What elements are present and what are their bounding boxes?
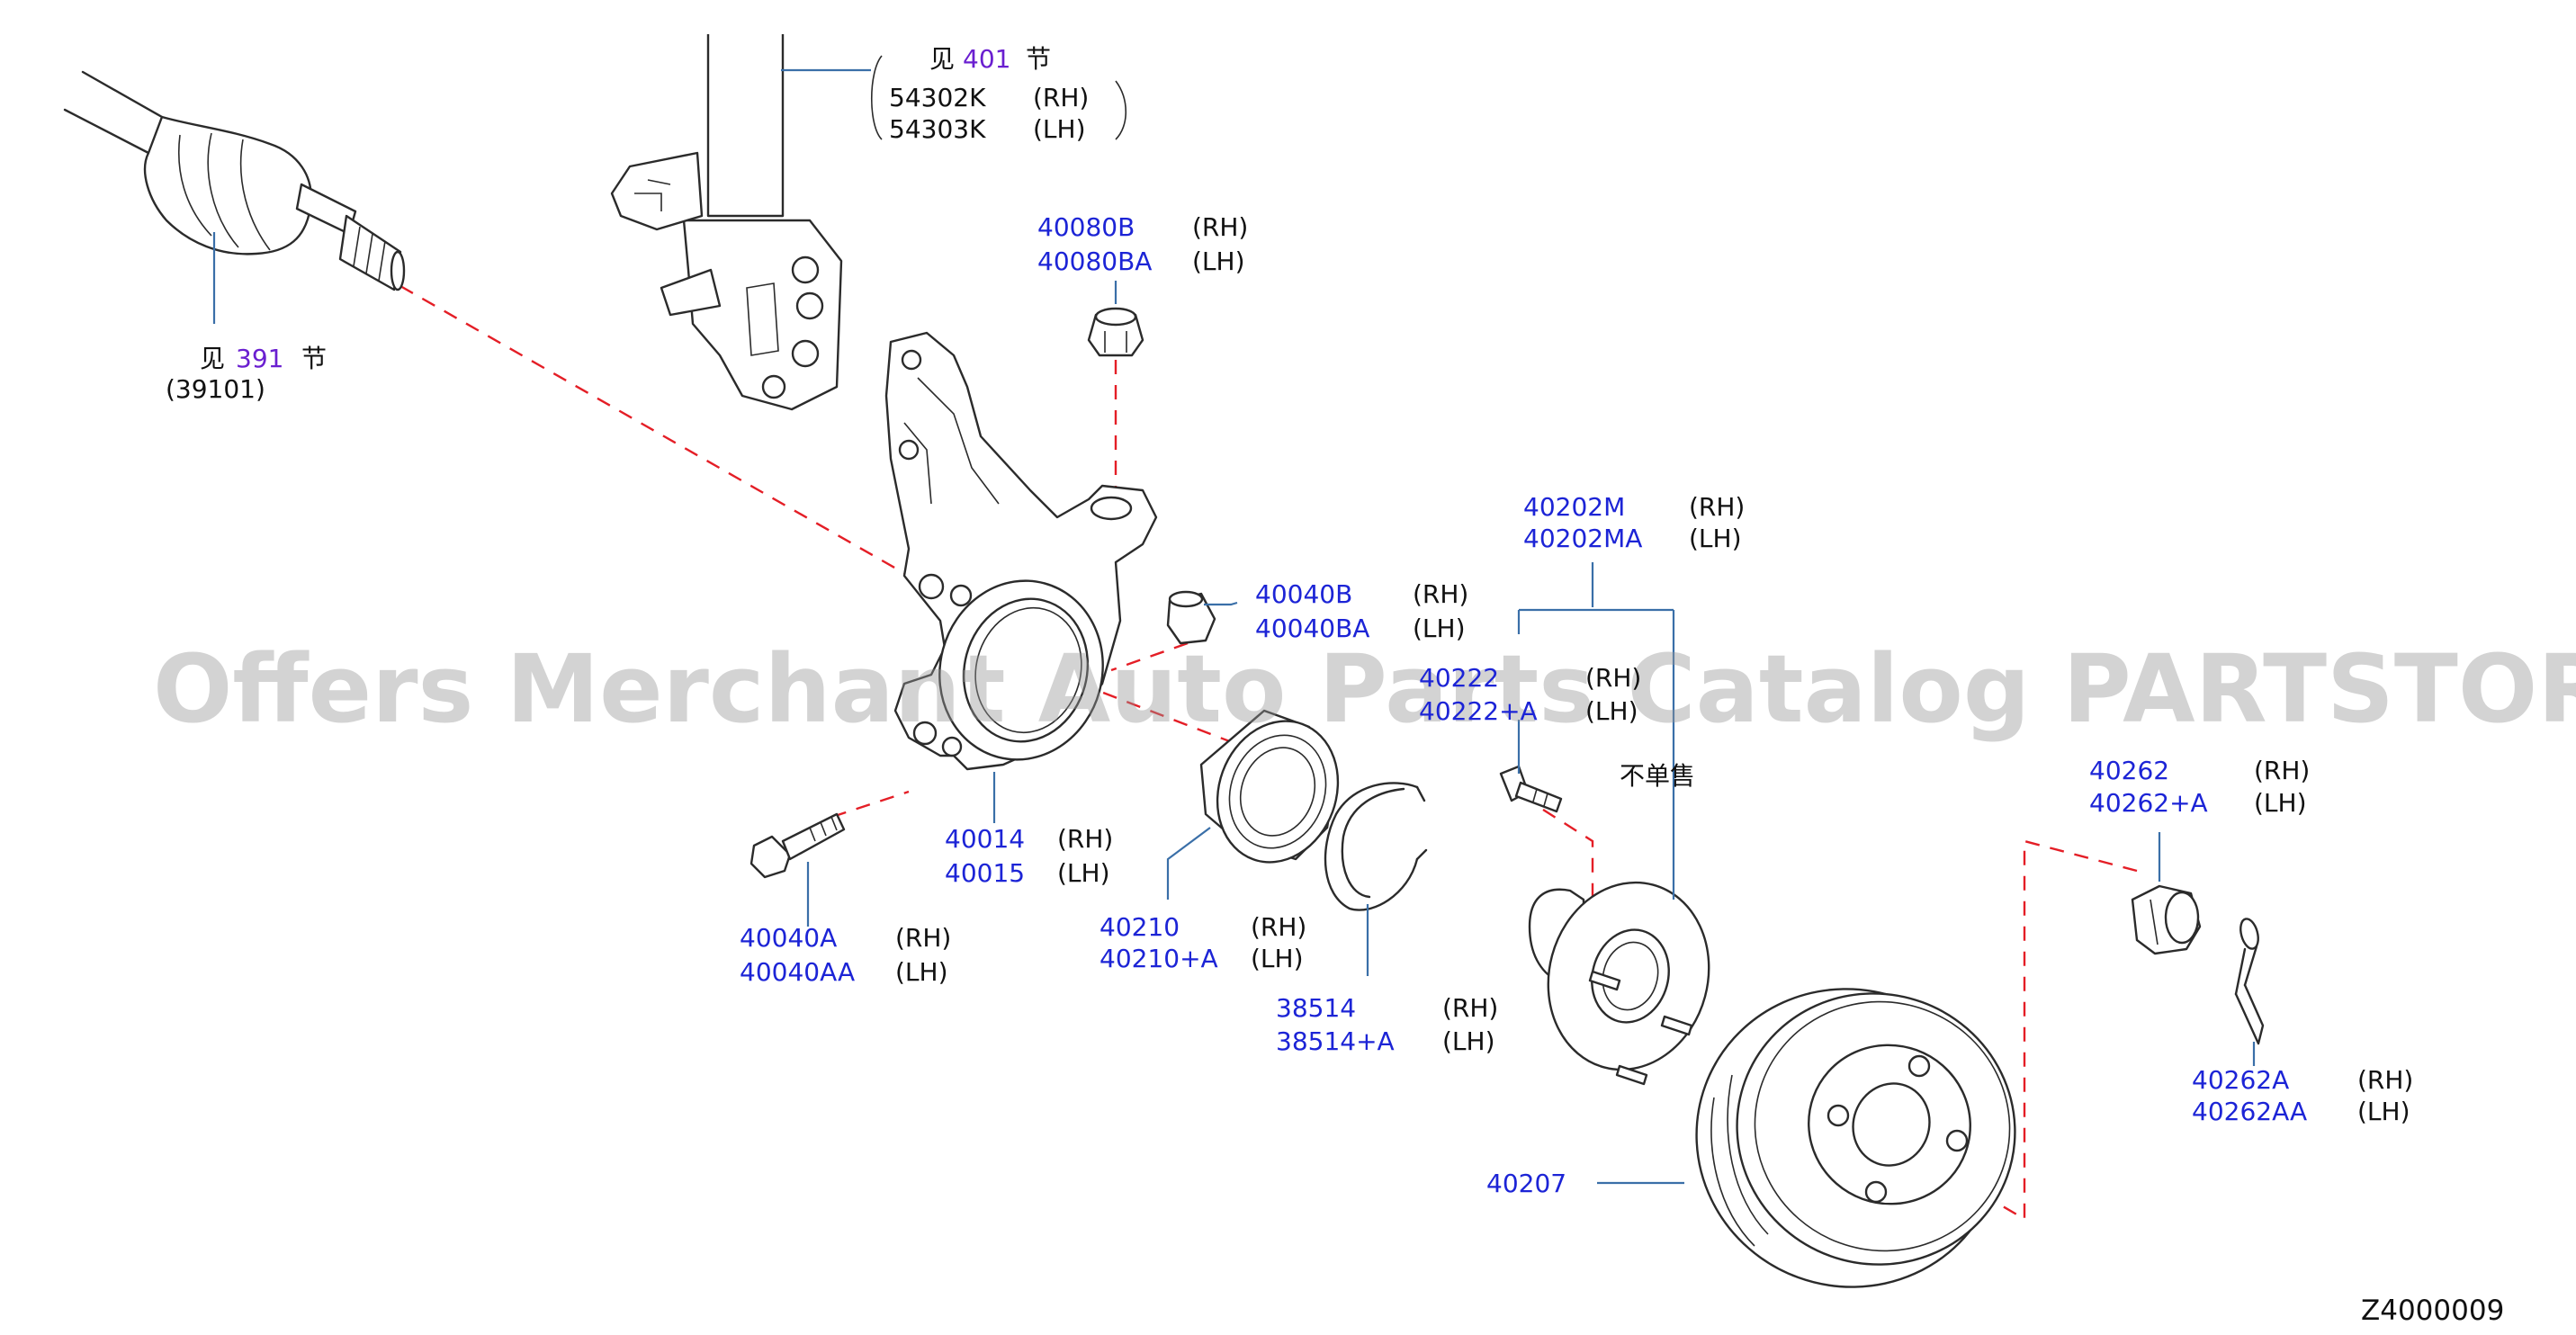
callout-knuckle: 40014 (RH) 40015 (LH) — [945, 824, 1113, 888]
nut-top-lh-tag: (LH) — [1192, 246, 1245, 276]
nut-middle-rh-tag: (RH) — [1413, 579, 1468, 609]
nut-middle-rh-link[interactable]: 40040B — [1255, 579, 1352, 609]
stud-lh-tag: (LH) — [1585, 696, 1638, 726]
stud-rh-link[interactable]: 40222 — [1419, 663, 1499, 693]
knuckle-rh-link[interactable]: 40014 — [945, 824, 1025, 854]
bolt — [749, 812, 846, 879]
driveshaft-see-label: 见 — [200, 344, 225, 373]
bolt-rh-tag: (RH) — [895, 923, 951, 953]
callout-bearing: 40210 (RH) 40210+A (LH) — [1100, 912, 1306, 973]
wheel-bearing — [1199, 709, 1340, 864]
nut-top-lh-link[interactable]: 40080BA — [1037, 246, 1152, 276]
nut-middle-lh-link[interactable]: 40040BA — [1255, 614, 1369, 643]
snap-ring-rh-tag: (RH) — [1442, 993, 1498, 1023]
callout-cotter-pin: 40262A (RH) 40262AA (LH) — [2192, 1065, 2413, 1126]
bearing-lh-tag: (LH) — [1251, 944, 1304, 973]
strut-rh-number: 54302K — [889, 83, 986, 112]
nut-top-rh-tag: (RH) — [1192, 212, 1248, 242]
not-sold-separately-note: 不单售 — [1620, 761, 1695, 791]
strut-rh-tag: (RH) — [1033, 83, 1089, 112]
leader-lines — [212, 55, 2256, 1185]
brake-rotor — [1695, 988, 2016, 1288]
hub-lh-tag: (LH) — [1689, 524, 1742, 553]
hub-nut-rh-tag: (RH) — [2254, 756, 2310, 785]
hub-nut-lh-link[interactable]: 40262+A — [2089, 788, 2208, 818]
strut-see-label: 见 — [929, 44, 955, 74]
hub-nut-lh-tag: (LH) — [2254, 788, 2307, 818]
assembly-lines — [399, 284, 2138, 1222]
snap-ring-rh-link[interactable]: 38514 — [1276, 993, 1356, 1023]
diagram-code: Z4000009 — [2361, 1295, 2504, 1327]
callout-strut: 见 401 节 54302K (RH) 54303K (LH) — [889, 44, 1089, 144]
callout-driveshaft: 见 391 节 (39101) — [166, 344, 327, 404]
bolt-lh-tag: (LH) — [895, 957, 948, 987]
hub-rh-tag: (RH) — [1689, 492, 1745, 522]
nut-top-rh-link[interactable]: 40080B — [1037, 212, 1135, 242]
driveshaft-node-label: 节 — [301, 344, 327, 373]
driveshaft-part-number: (39101) — [166, 374, 265, 404]
strut-lh-tag: (LH) — [1033, 114, 1086, 144]
cotter-pin-rh-link[interactable]: 40262A — [2192, 1065, 2289, 1095]
strut-node-label: 节 — [1026, 44, 1051, 74]
hub-lh-link[interactable]: 40202MA — [1523, 524, 1642, 553]
hub-nut-rh-link[interactable]: 40262 — [2089, 756, 2169, 785]
nut-middle-lh-tag: (LH) — [1413, 614, 1466, 643]
bearing-lh-link[interactable]: 40210+A — [1100, 944, 1218, 973]
callout-nut-middle: 40040B (RH) 40040BA (LH) — [1255, 579, 1468, 643]
bearing-rh-link[interactable]: 40210 — [1100, 912, 1180, 942]
snap-ring-lh-tag: (LH) — [1442, 1026, 1495, 1056]
callout-stud: 40222 (RH) 40222+A (LH) 不单售 — [1419, 663, 1695, 791]
callout-nut-top: 40080B (RH) 40080BA (LH) — [1037, 212, 1248, 276]
knuckle-lh-link[interactable]: 40015 — [945, 858, 1025, 888]
driveshaft — [63, 70, 406, 291]
strut-assembly — [610, 34, 843, 411]
nut-middle — [1166, 590, 1216, 645]
snap-ring-lh-link[interactable]: 38514+A — [1276, 1026, 1395, 1056]
watermark: Offers Merchant Auto Parts Catalog PARTS… — [153, 634, 2576, 744]
bolt-rh-link[interactable]: 40040A — [740, 923, 837, 953]
knuckle-rh-tag: (RH) — [1057, 824, 1113, 854]
stud-lh-link[interactable]: 40222+A — [1419, 696, 1538, 726]
driveshaft-section-link[interactable]: 391 — [236, 344, 283, 373]
callout-rotor: 40207 — [1486, 1169, 1566, 1198]
cotter-pin-lh-tag: (LH) — [2357, 1097, 2410, 1126]
hub-nut — [2131, 884, 2202, 955]
bearing-rh-tag: (RH) — [1251, 912, 1306, 942]
strut-section-link[interactable]: 401 — [963, 44, 1010, 74]
nut-top — [1087, 307, 1144, 357]
cotter-pin-lh-link[interactable]: 40262AA — [2192, 1097, 2307, 1126]
bolt-lh-link[interactable]: 40040AA — [740, 957, 855, 987]
callout-bolt: 40040A (RH) 40040AA (LH) — [740, 923, 951, 987]
wheel-stud — [1499, 765, 1563, 813]
callout-snap-ring: 38514 (RH) 38514+A (LH) — [1276, 993, 1498, 1056]
steering-knuckle — [884, 331, 1158, 771]
callout-hub-nut: 40262 (RH) 40262+A (LH) — [2089, 756, 2310, 818]
strut-lh-number: 54303K — [889, 114, 986, 144]
cotter-pin — [2234, 918, 2265, 1045]
callout-hub: 40202M (RH) 40202MA (LH) — [1523, 492, 1745, 553]
knuckle-lh-tag: (LH) — [1057, 858, 1110, 888]
snap-ring — [1324, 782, 1428, 911]
rotor-link[interactable]: 40207 — [1486, 1169, 1566, 1198]
stud-rh-tag: (RH) — [1585, 663, 1641, 693]
hub-rh-link[interactable]: 40202M — [1523, 492, 1625, 522]
wheel-hub — [1528, 881, 1710, 1086]
cotter-pin-rh-tag: (RH) — [2357, 1065, 2413, 1095]
